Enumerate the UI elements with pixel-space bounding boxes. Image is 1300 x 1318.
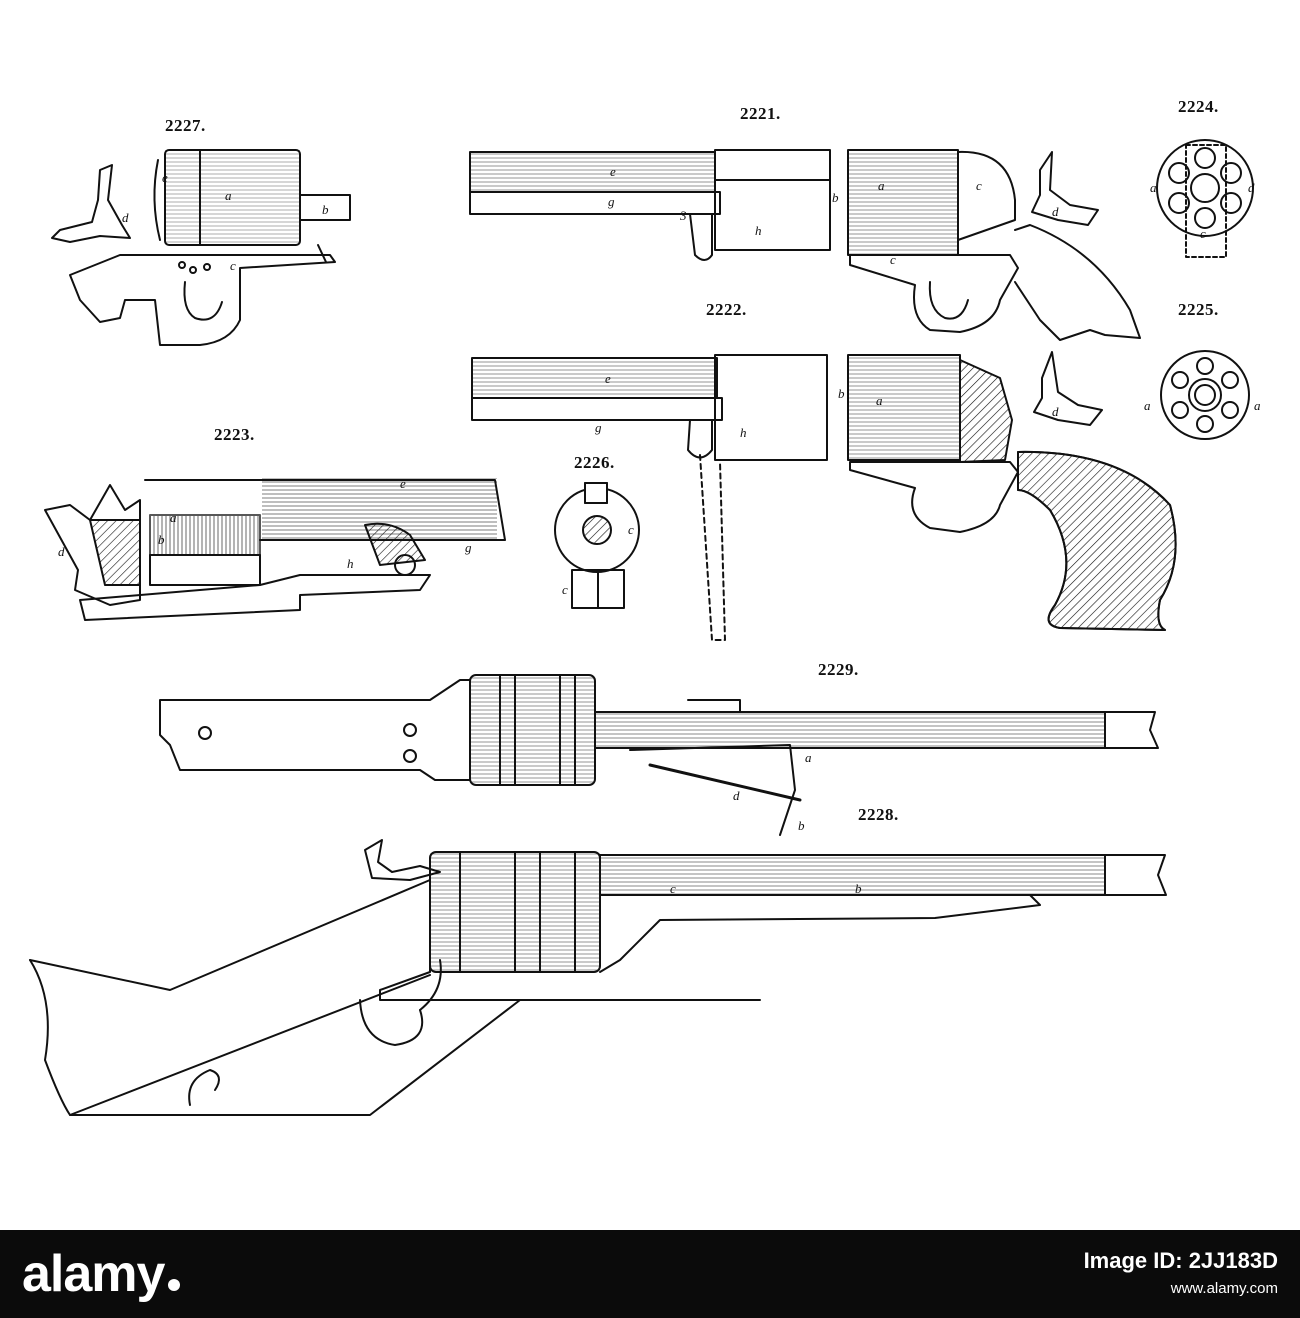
figure-label-2222: 2222. [706,300,747,319]
svg-text:a: a [878,178,885,193]
svg-text:a: a [1254,398,1261,413]
svg-text:c: c [562,582,568,597]
figure-2222-revolver-grip: e g a b h d [471,351,1177,641]
svg-text:a: a [225,188,232,203]
svg-text:b: b [158,532,165,547]
svg-text:b: b [322,202,329,217]
figure-2226-ratchet: c c [554,482,640,609]
engraving-plate: 2227. 2221. 2224. 2222. 2225. 2223. 2226… [29,97,1261,1116]
svg-text:d: d [122,210,129,225]
svg-text:g: g [465,540,472,555]
svg-text:g: g [595,420,602,435]
svg-text:e: e [605,371,611,386]
svg-text:d: d [58,544,65,559]
figure-label-2228: 2228. [858,805,899,824]
svg-text:a: a [1144,398,1151,413]
watermark-info: Image ID: 2JJ183D www.alamy.com [1084,1248,1278,1297]
svg-text:c: c [670,881,676,896]
svg-text:g: g [608,194,615,209]
site-url-text: www.alamy.com [1170,1280,1278,1297]
logo-dot [168,1279,181,1291]
svg-text:d: d [1248,180,1255,195]
svg-text:d: d [1052,404,1059,419]
svg-text:d: d [733,788,740,803]
svg-text:c: c [1200,226,1206,241]
svg-text:c: c [976,178,982,193]
figure-2229-rifle-mechanism: a d b [159,674,1159,836]
figure-2224-cylinder-end: a d c [1150,139,1255,258]
figure-label-2225: 2225. [1178,300,1219,319]
figure-2223-section: e g h b a d [44,476,506,621]
figure-label-2223: 2223. [214,425,255,444]
svg-text:3: 3 [679,208,687,223]
figure-2227-lock-detail: a b c d e [51,149,351,346]
watermark-footer: alamy Image ID: 2JJ183D www.alamy.com [0,1230,1300,1318]
svg-text:b: b [838,386,845,401]
svg-text:b: b [832,190,839,205]
figure-2221-revolver: e g 3 h a c c d b [469,149,1141,341]
svg-text:c: c [230,258,236,273]
figure-label-2226: 2226. [574,453,615,472]
svg-text:b: b [855,881,862,896]
svg-text:e: e [162,170,168,185]
svg-text:c: c [890,252,896,267]
svg-text:a: a [876,393,883,408]
figure-label-2221: 2221. [740,104,781,123]
figure-label-2229: 2229. [818,660,859,679]
svg-text:a: a [805,750,812,765]
svg-text:h: h [755,223,762,238]
figure-2228-rifle: b c [29,839,1167,1116]
figure-label-2224: 2224. [1178,97,1219,116]
svg-text:a: a [1150,180,1157,195]
figure-label-2227: 2227. [165,116,206,135]
svg-text:c: c [628,522,634,537]
image-id-text: Image ID: 2JJ183D [1083,1248,1278,1273]
svg-text:a: a [170,510,177,525]
svg-text:d: d [1052,204,1059,219]
svg-text:h: h [347,556,354,571]
svg-text:b: b [798,818,805,833]
figure-2225-cylinder-rear: a a [1144,350,1261,440]
revolver-diagrams: a b c d e e g 3 h a c c [29,139,1261,1116]
svg-text:h: h [740,425,747,440]
svg-text:e: e [400,476,406,491]
svg-text:e: e [610,164,616,179]
brand-logo: alamy [22,1244,181,1304]
